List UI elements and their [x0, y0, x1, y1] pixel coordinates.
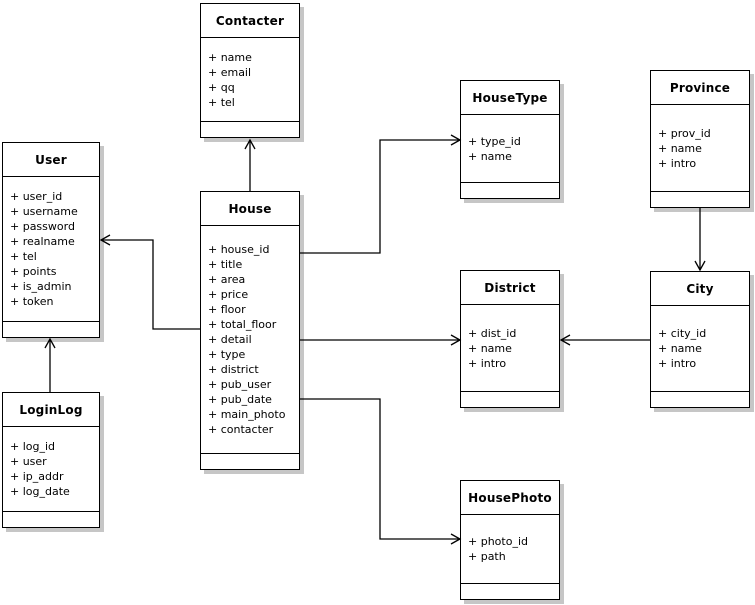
class-box-user[interactable]: User + user_id + username + password + real… [2, 142, 100, 338]
class-attribute-list: + photo_id + path [461, 515, 559, 584]
class-box-city[interactable]: City + city_id + name + intro [650, 271, 750, 408]
attribute-row: + type_id [468, 134, 521, 148]
attribute-row: + log_date [10, 485, 70, 498]
attribute-row: + name [658, 342, 702, 355]
class-methods-compartment [201, 454, 299, 469]
class-attribute-list: + dist_id+ name+ intro [461, 305, 559, 392]
class-methods-compartment [3, 512, 99, 527]
attribute-row: + username [10, 205, 78, 218]
attribute-row: + pub_user [208, 378, 272, 391]
class-methods-compartment [461, 392, 559, 407]
class-title: HousePhoto [461, 481, 559, 515]
class-box-loginlog[interactable]: LoginLog + log_id + user + ip_addr + log_da… [2, 392, 100, 528]
attribute-row: + total_floor [208, 318, 277, 331]
attribute-row: + intro [658, 156, 697, 170]
class-title: Contacter [201, 4, 299, 38]
attribute-row: + name [208, 50, 252, 64]
attribute-row: + tel [208, 95, 235, 109]
class-title: District [461, 271, 559, 305]
class-title: HouseType [461, 81, 559, 115]
class-title: City [651, 272, 749, 306]
class-attribute-list: + log_id + user + ip_addr + log_date [3, 427, 99, 512]
class-title: User [3, 143, 99, 177]
attribute-row: + email [208, 65, 252, 79]
attribute-row: + name [468, 149, 512, 163]
class-attribute-list: + type_id+ name [461, 115, 559, 183]
class-title: LoginLog [3, 393, 99, 427]
class-box-province[interactable]: Province + prov_id+ name+ intro [650, 70, 750, 208]
attribute-row: + contacter [208, 423, 274, 436]
connector-house-user [99, 234, 200, 330]
attribute-row: + pub_date [208, 393, 272, 406]
attribute-row: + house_id [208, 243, 270, 256]
connector-house-housephoto [300, 398, 462, 545]
class-attribute-list: + city_id + name + intro [651, 306, 749, 392]
attribute-row: + name [658, 141, 702, 155]
class-box-house[interactable]: House + house_id + title + area + price + fl… [200, 191, 300, 470]
class-box-housetype[interactable]: HouseType + type_id+ name [460, 80, 560, 199]
class-methods-compartment [201, 122, 299, 137]
class-methods-compartment [651, 392, 749, 407]
attribute-row: + dist_id [468, 326, 517, 340]
attribute-row: + password [10, 220, 75, 233]
attribute-row: + is_admin [10, 280, 72, 293]
class-methods-compartment [461, 584, 559, 599]
class-box-housephoto[interactable]: HousePhoto + photo_id + path [460, 480, 560, 600]
attribute-row: + token [10, 295, 54, 308]
attribute-row: + title [208, 258, 243, 271]
attribute-row: + main_photo [208, 408, 286, 421]
attribute-row: + user_id [10, 190, 63, 203]
attribute-row: + district [208, 363, 259, 376]
attribute-row: + prov_id [658, 126, 711, 140]
attribute-row: + photo_id [468, 535, 528, 548]
class-methods-compartment [3, 322, 99, 337]
attribute-row: + floor [208, 303, 246, 316]
attribute-row: + detail [208, 333, 252, 346]
attribute-row: + user [10, 455, 47, 468]
attribute-row: + ip_addr [10, 470, 64, 483]
class-methods-compartment [651, 192, 749, 207]
attribute-row: + points [10, 265, 57, 278]
class-attribute-list: + name+ email+ qq+ tel [201, 38, 299, 122]
attribute-row: + log_id [10, 440, 56, 453]
connector-house-housetype [300, 134, 462, 254]
class-title: House [201, 192, 299, 226]
attribute-row: + tel [10, 250, 37, 263]
class-attribute-list: + prov_id+ name+ intro [651, 105, 749, 192]
attribute-row: + city_id [658, 327, 707, 340]
attribute-row: + price [208, 288, 249, 301]
attribute-row: + area [208, 273, 246, 286]
attribute-row: + type [208, 348, 246, 361]
class-methods-compartment [461, 183, 559, 198]
attribute-row: + intro [658, 357, 697, 370]
attribute-row: + path [468, 550, 506, 563]
class-box-district[interactable]: District + dist_id+ name+ intro [460, 270, 560, 408]
class-attribute-list: + house_id + title + area + price + floor + t… [201, 226, 299, 454]
class-title: Province [651, 71, 749, 105]
attribute-row: + intro [468, 356, 507, 370]
attribute-row: + qq [208, 80, 235, 94]
attribute-row: + name [468, 341, 512, 355]
attribute-row: + realname [10, 235, 75, 248]
class-attribute-list: + user_id + username + password + realname +… [3, 177, 99, 322]
class-box-contacter[interactable]: Contacter + name+ email+ qq+ tel [200, 3, 300, 138]
